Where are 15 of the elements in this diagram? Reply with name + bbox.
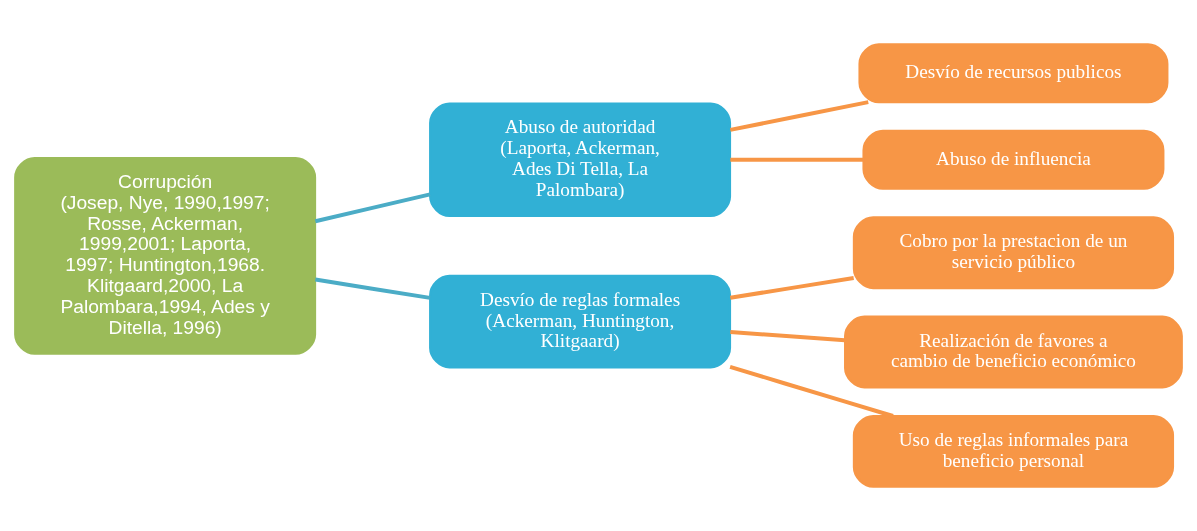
connector [729, 100, 869, 132]
connector [730, 276, 854, 300]
node-box: Realización de favores a cambio de beneficio económico [844, 315, 1183, 389]
node-box: Desvío de reglas formales (Ackerman, Huntington, Klitgaard) [429, 274, 732, 369]
connector [315, 277, 431, 300]
node-box: Abuso de influencia [862, 129, 1165, 190]
node-box: Uso de reglas informales para beneficio personal [852, 414, 1175, 488]
node-box: Corrupción (Josep, Nye, 1990,1997; Rosse, Ackerman, 1999,2001; Laporta, 1997; Huntington,1968. Klitgaard,2000, La Palombara,1994, Ades y Ditella, 1996) [14, 156, 317, 355]
node-box: Cobro por la prestacion de un servicio público [852, 216, 1175, 290]
connector [729, 364, 894, 418]
node-box: Desvío de recursos publicos [858, 43, 1169, 104]
connector [730, 157, 864, 162]
connector [730, 330, 845, 343]
connector [314, 192, 431, 224]
node-box: Abuso de autoridad (Laporta, Ackerman, Ades Di Tella, La Palombara) [429, 102, 732, 218]
